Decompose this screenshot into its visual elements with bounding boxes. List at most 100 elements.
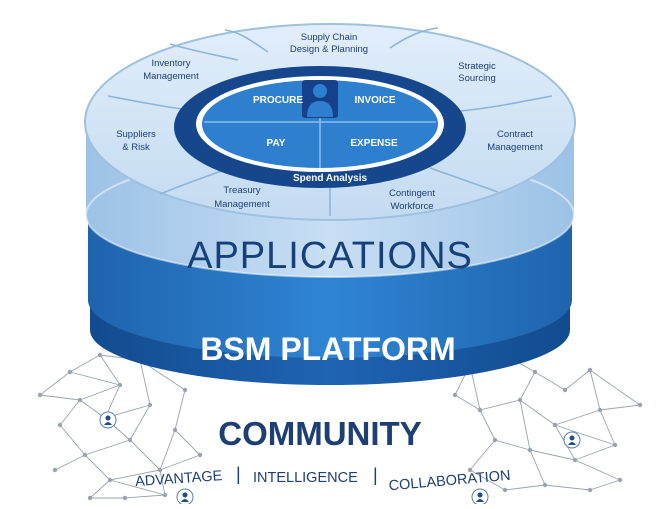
network-link — [589, 479, 621, 491]
network-link — [544, 484, 591, 491]
segment-supply-chain-l1: Supply Chain — [301, 32, 358, 43]
network-node — [572, 457, 578, 463]
network-node — [492, 437, 498, 443]
network-link — [574, 459, 621, 481]
quadrant-procure: PROCURE — [253, 95, 303, 106]
network-link — [129, 439, 161, 471]
network-link — [554, 424, 616, 446]
segment-inventory-l1: Inventory — [151, 58, 190, 69]
user-icon — [302, 80, 338, 118]
segment-sourcing-l1: Strategic — [458, 61, 496, 72]
network-link — [554, 409, 601, 426]
network-node — [587, 487, 593, 493]
segment-suppliers-l2: & Risk — [122, 142, 150, 153]
network-link — [79, 384, 121, 401]
network-node — [122, 495, 128, 501]
network-node — [502, 487, 508, 493]
network-link — [99, 354, 121, 386]
network-link — [529, 449, 576, 461]
network-link — [59, 424, 86, 456]
network-node — [597, 407, 603, 413]
network-link — [159, 469, 166, 496]
network-link — [174, 429, 201, 456]
community-label: COMMUNITY — [218, 415, 421, 452]
quadrant-invoice: INVOICE — [354, 95, 395, 106]
network-link — [69, 354, 101, 373]
network-link — [479, 399, 521, 411]
network-node — [552, 422, 558, 428]
tagline-collaboration: COLLABORATION — [388, 468, 511, 495]
network-link — [84, 454, 111, 481]
network-link — [519, 399, 531, 451]
network-node — [147, 402, 153, 408]
applications-label: APPLICATIONS — [187, 235, 473, 277]
network-node — [57, 422, 63, 428]
spend-analysis-label: Spend Analysis — [293, 173, 368, 184]
network-node — [527, 447, 533, 453]
network-node — [637, 402, 643, 408]
segment-treasury-l2: Management — [214, 199, 270, 210]
network-link — [39, 394, 81, 401]
network-node — [107, 477, 113, 483]
network-link — [54, 454, 86, 471]
network-node — [562, 387, 568, 393]
network-link — [574, 444, 616, 461]
network-node — [197, 452, 203, 458]
network-node — [67, 369, 73, 375]
network-link — [84, 439, 131, 456]
network-link — [494, 439, 531, 451]
network-link — [109, 469, 161, 481]
network-node — [467, 467, 473, 473]
network-node — [162, 492, 168, 498]
network-link — [599, 409, 616, 446]
person-node-icon — [99, 411, 117, 429]
network-link — [159, 429, 176, 471]
network-link — [159, 454, 201, 471]
network-link — [454, 394, 481, 411]
network-link — [504, 484, 546, 491]
network-link — [39, 371, 71, 396]
network-node — [182, 387, 188, 393]
network-node — [542, 482, 548, 488]
person-node-icon — [176, 488, 194, 506]
network-link — [599, 404, 641, 411]
network-node — [612, 442, 618, 448]
network-link — [589, 369, 641, 406]
network-link — [469, 439, 496, 471]
network-node — [77, 397, 83, 403]
network-node — [97, 352, 103, 358]
tagline-advantage: ADVANTAGE — [135, 468, 224, 490]
network-node — [127, 437, 133, 443]
network-node — [117, 382, 123, 388]
network-node — [587, 367, 593, 373]
network-node — [532, 369, 538, 375]
person-node-icon — [471, 488, 489, 506]
segment-contingent-l2: Workforce — [390, 201, 433, 212]
network-link — [139, 359, 151, 406]
tagline-separator-2: | — [373, 465, 378, 485]
network-node — [82, 452, 88, 458]
tagline-separator-1: | — [236, 464, 241, 484]
network-node — [452, 392, 458, 398]
segment-supply-chain-l2: Design & Planning — [290, 44, 368, 55]
segment-contract-l1: Contract — [497, 129, 533, 140]
network-link — [519, 399, 556, 426]
tagline-intelligence: INTELLIGENCE — [253, 470, 358, 486]
network-link — [174, 389, 186, 431]
segment-contract-l2: Management — [487, 142, 543, 153]
segment-treasury-l1: Treasury — [223, 185, 260, 196]
network-link — [564, 369, 591, 391]
network-link — [589, 369, 601, 411]
network-link — [534, 371, 566, 391]
network-link — [529, 449, 546, 486]
segment-sourcing-l2: Sourcing — [458, 73, 496, 84]
network-node — [157, 467, 163, 473]
network-link — [79, 399, 106, 419]
platform-label: BSM PLATFORM — [200, 331, 455, 367]
segment-suppliers-l1: Suppliers — [116, 129, 156, 140]
network-link — [479, 409, 496, 441]
network-node — [617, 477, 623, 483]
network-node — [52, 467, 58, 473]
